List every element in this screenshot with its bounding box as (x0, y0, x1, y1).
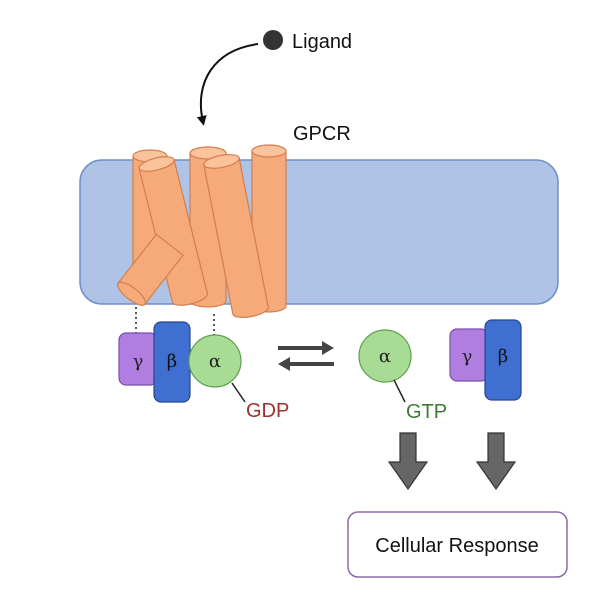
ligand-label: Ligand (292, 31, 352, 53)
alpha-label-bound: α (209, 351, 221, 372)
helix-6 (117, 233, 184, 306)
equilibrium-arrows (278, 341, 334, 371)
cellular-response-label: Cellular Response (375, 535, 538, 557)
gamma-label-bound: γ (133, 351, 144, 372)
gdp-label: GDP (246, 400, 289, 422)
free-alpha-subunit: α GTP (358, 329, 447, 423)
gtp-tether (393, 379, 406, 403)
gpcr-receptor (117, 144, 287, 319)
helix-3 (138, 156, 209, 306)
alpha-response-arrow (387, 432, 429, 491)
alpha-subunit-bound (188, 334, 242, 388)
ligand-dot (263, 30, 283, 50)
cellular-response-box (347, 511, 568, 578)
reverse-arrow (278, 357, 334, 371)
ligand-binding-arrow (196, 43, 259, 126)
helix-5 (203, 153, 269, 319)
alpha-subunit-free (358, 329, 412, 383)
beta-subunit-free (484, 319, 522, 401)
gamma-label-free: γ (462, 346, 473, 367)
beta-label-bound: β (167, 351, 177, 372)
forward-arrow (278, 341, 334, 355)
gtp-label: GTP (406, 401, 447, 423)
gdp-tether (231, 382, 246, 403)
gpcr-label: GPCR (293, 123, 351, 145)
beta-label-free: β (498, 346, 508, 367)
free-beta-gamma-dimer: γ β (449, 319, 522, 401)
beta-gamma-response-arrow (475, 432, 517, 491)
bound-g-protein: γ β α GDP (118, 321, 289, 422)
alpha-label-free: α (379, 346, 391, 367)
